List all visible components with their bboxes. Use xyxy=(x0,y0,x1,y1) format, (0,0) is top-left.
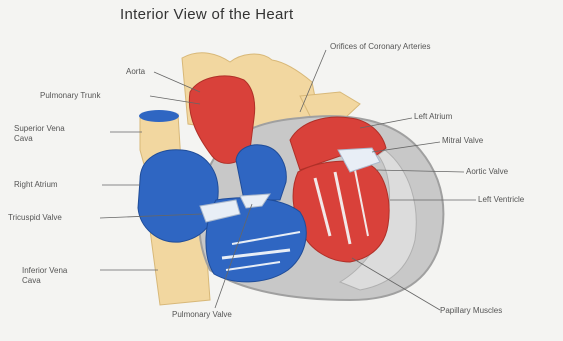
label-left-atrium: Left Atrium xyxy=(414,112,452,122)
label-left-ventricle: Left Ventricle xyxy=(478,195,524,205)
label-pulmonary-trunk: Pulmonary Trunk xyxy=(40,91,100,101)
label-tricuspid-valve: Tricuspid Valve xyxy=(8,213,62,223)
label-aorta: Aorta xyxy=(126,67,145,77)
diagram-title: Interior View of the Heart xyxy=(120,6,293,23)
label-superior-vena-cava: Superior Vena Cava xyxy=(14,124,65,144)
label-papillary-muscles: Papillary Muscles xyxy=(440,306,502,316)
label-right-atrium: Right Atrium xyxy=(14,180,58,190)
label-orifices: Orifices of Coronary Arteries xyxy=(330,42,430,52)
superior-vena-cava-opening xyxy=(139,110,179,122)
right-atrium-shape xyxy=(138,150,218,242)
label-aortic-valve: Aortic Valve xyxy=(466,167,508,177)
label-pulmonary-valve: Pulmonary Valve xyxy=(172,310,232,320)
label-mitral-valve: Mitral Valve xyxy=(442,136,483,146)
label-inferior-vena-cava: Inferior Vena Cava xyxy=(22,266,67,286)
